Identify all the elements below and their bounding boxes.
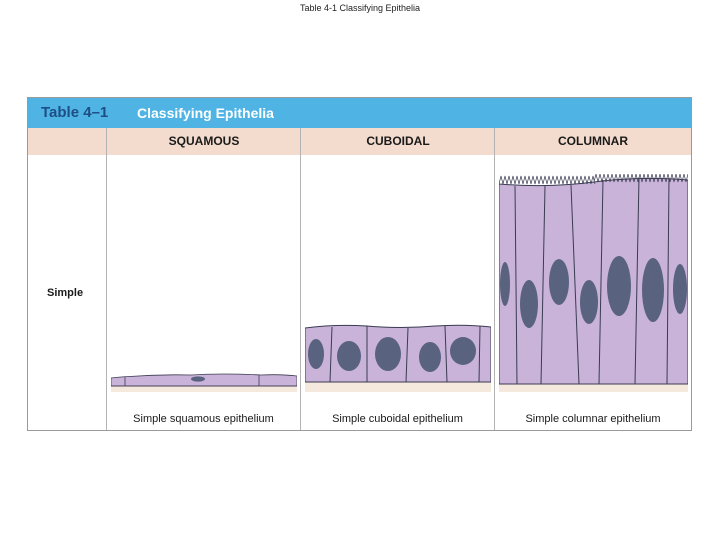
cell-boundary bbox=[570, 184, 580, 385]
nucleus bbox=[450, 337, 476, 365]
column-header-squamous: SQUAMOUS bbox=[168, 134, 240, 148]
nucleus bbox=[375, 337, 401, 371]
cell-boundary bbox=[634, 176, 640, 385]
nucleus bbox=[191, 376, 205, 382]
epithelia-table: Table 4–1 Classifying Epithelia SQUAMOUS… bbox=[27, 97, 692, 431]
simple-cuboidal-illustration bbox=[305, 324, 491, 392]
page-title: Table 4-1 Classifying Epithelia bbox=[299, 3, 421, 13]
nucleus bbox=[673, 264, 687, 314]
cell-boundary bbox=[405, 327, 409, 383]
caption-simple-cuboidal: Simple cuboidal epithelium bbox=[332, 413, 463, 425]
nucleus bbox=[642, 258, 664, 322]
microvilli bbox=[499, 174, 688, 185]
nucleus bbox=[520, 280, 538, 328]
cell-boundary bbox=[540, 185, 546, 385]
nucleus bbox=[580, 280, 598, 324]
cell-boundary bbox=[666, 177, 670, 385]
columnar-cell-layer bbox=[499, 177, 688, 385]
nucleus bbox=[607, 256, 631, 316]
cell-boundary bbox=[329, 326, 333, 383]
simple-squamous-illustration bbox=[111, 373, 297, 392]
column-divider bbox=[106, 128, 107, 430]
cell-boundary bbox=[478, 325, 481, 383]
caption-simple-columnar: Simple columnar epithelium bbox=[525, 413, 661, 425]
nucleus bbox=[419, 342, 441, 372]
cell-boundary bbox=[444, 325, 448, 383]
column-divider bbox=[300, 128, 301, 430]
cell-boundary bbox=[514, 185, 518, 385]
column-header-row: SQUAMOUS CUBOIDAL COLUMNAR bbox=[28, 128, 691, 155]
nucleus bbox=[500, 262, 510, 306]
nucleus bbox=[549, 259, 569, 305]
connective-tissue bbox=[111, 384, 297, 392]
row-label-simple: Simple bbox=[47, 287, 84, 299]
nucleus bbox=[337, 341, 361, 371]
caption-simple-squamous: Simple squamous epithelium bbox=[133, 413, 274, 425]
table-number: Table 4–1 bbox=[41, 104, 109, 121]
simple-columnar-illustration bbox=[499, 174, 688, 392]
cell-boundary bbox=[598, 179, 604, 385]
column-divider bbox=[494, 128, 495, 430]
column-header-columnar: COLUMNAR bbox=[558, 134, 628, 148]
table-name: Classifying Epithelia bbox=[137, 105, 274, 121]
table-title-bar: Table 4–1 Classifying Epithelia bbox=[28, 98, 691, 128]
nucleus bbox=[308, 339, 324, 369]
column-header-cuboidal: CUBOIDAL bbox=[366, 134, 430, 148]
